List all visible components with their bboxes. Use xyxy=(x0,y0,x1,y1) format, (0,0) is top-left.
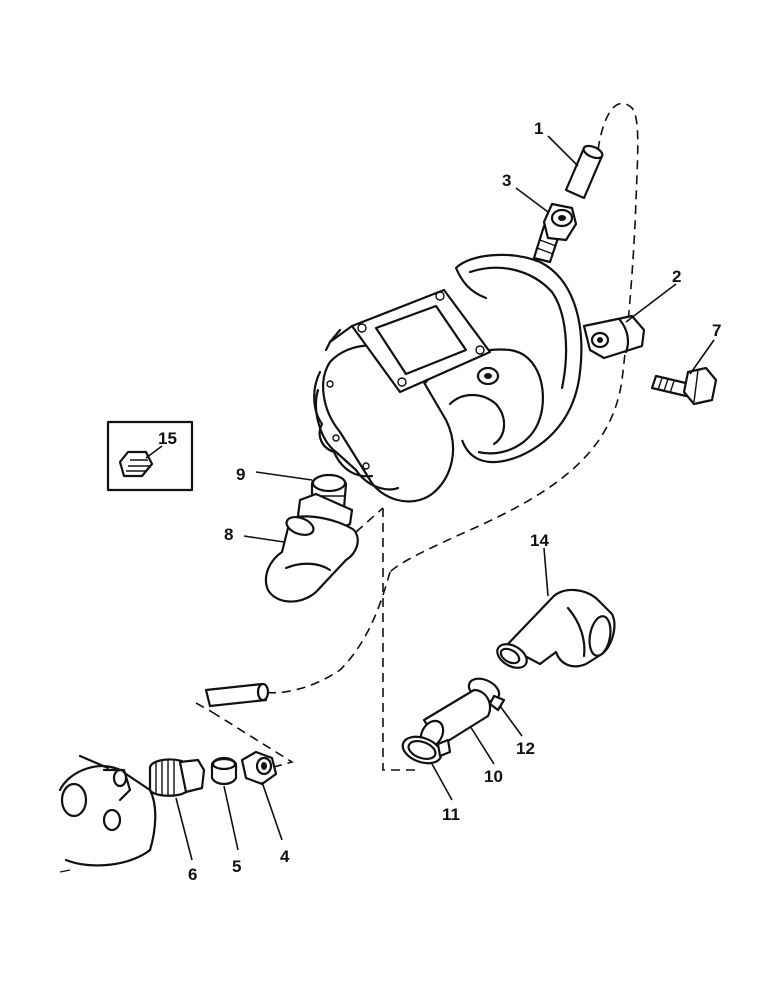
callout-3: 3 xyxy=(502,171,511,190)
callout-12: 12 xyxy=(516,739,535,758)
callout-14: 14 xyxy=(530,531,549,550)
part-2-bracket xyxy=(582,314,646,360)
part-15-plug xyxy=(106,420,194,492)
callout-2: 2 xyxy=(672,267,681,286)
callout-15: 15 xyxy=(158,429,177,448)
callout-11: 11 xyxy=(442,805,460,824)
part-3-fitting xyxy=(532,202,578,264)
callout-10: 10 xyxy=(484,767,503,786)
part-4-nut xyxy=(240,750,278,786)
part-5-olive xyxy=(210,756,238,786)
part-14-elbow-hose xyxy=(496,588,616,669)
lower-sleeve xyxy=(204,682,270,708)
leader-lines xyxy=(145,135,715,861)
turbocharger xyxy=(313,253,583,503)
callout-9: 9 xyxy=(236,465,245,484)
callout-6: 6 xyxy=(188,865,197,884)
callout-8: 8 xyxy=(224,525,233,544)
part-6-adapter xyxy=(148,758,206,797)
callout-1: 1 xyxy=(534,119,543,138)
callout-7: 7 xyxy=(712,321,721,340)
part-11-clamp xyxy=(401,735,452,765)
callout-5: 5 xyxy=(232,857,241,876)
callout-labels: 1 2 3 4 5 6 7 8 9 10 11 12 14 15 xyxy=(158,119,721,884)
part-8-elbow xyxy=(264,515,359,603)
engine-block-fragment xyxy=(58,754,157,873)
part-7-bolt xyxy=(650,366,718,406)
part-1-sleeve xyxy=(564,144,604,200)
assembly-dashed-lines xyxy=(195,102,639,771)
callout-4: 4 xyxy=(280,847,290,866)
